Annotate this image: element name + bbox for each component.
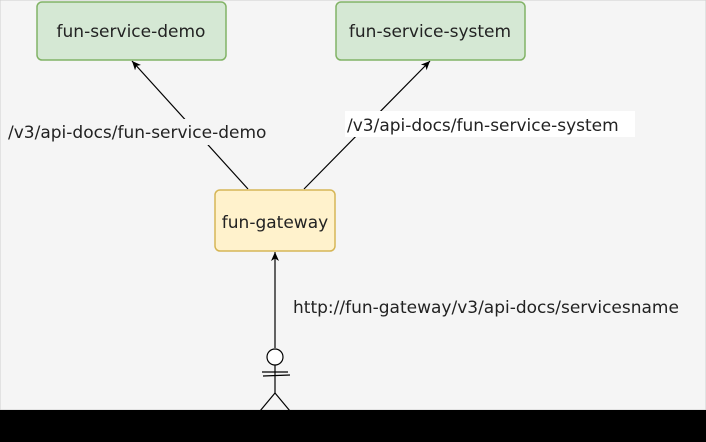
edge-label-demo-bg xyxy=(6,119,284,145)
node-label-gateway: fun-gateway xyxy=(222,213,328,233)
node-fun-service-demo[interactable]: fun-service-demo xyxy=(36,1,227,61)
bottom-bar xyxy=(0,410,706,442)
edge-label-demo: /v3/api-docs/fun-service-demo xyxy=(8,123,266,143)
edge-label-gateway: http://fun-gateway/v3/api-docs/servicesn… xyxy=(293,298,679,318)
node-label-system: fun-service-system xyxy=(349,22,511,42)
edge-label-system-bg xyxy=(345,111,635,137)
edge-label-system: /v3/api-docs/fun-service-system xyxy=(347,116,619,136)
node-fun-service-system[interactable]: fun-service-system xyxy=(335,1,526,61)
stick-figure-icon xyxy=(259,348,291,412)
node-label-demo: fun-service-demo xyxy=(57,22,206,42)
diagram-background xyxy=(0,0,706,411)
node-fun-gateway[interactable]: fun-gateway xyxy=(214,189,336,252)
